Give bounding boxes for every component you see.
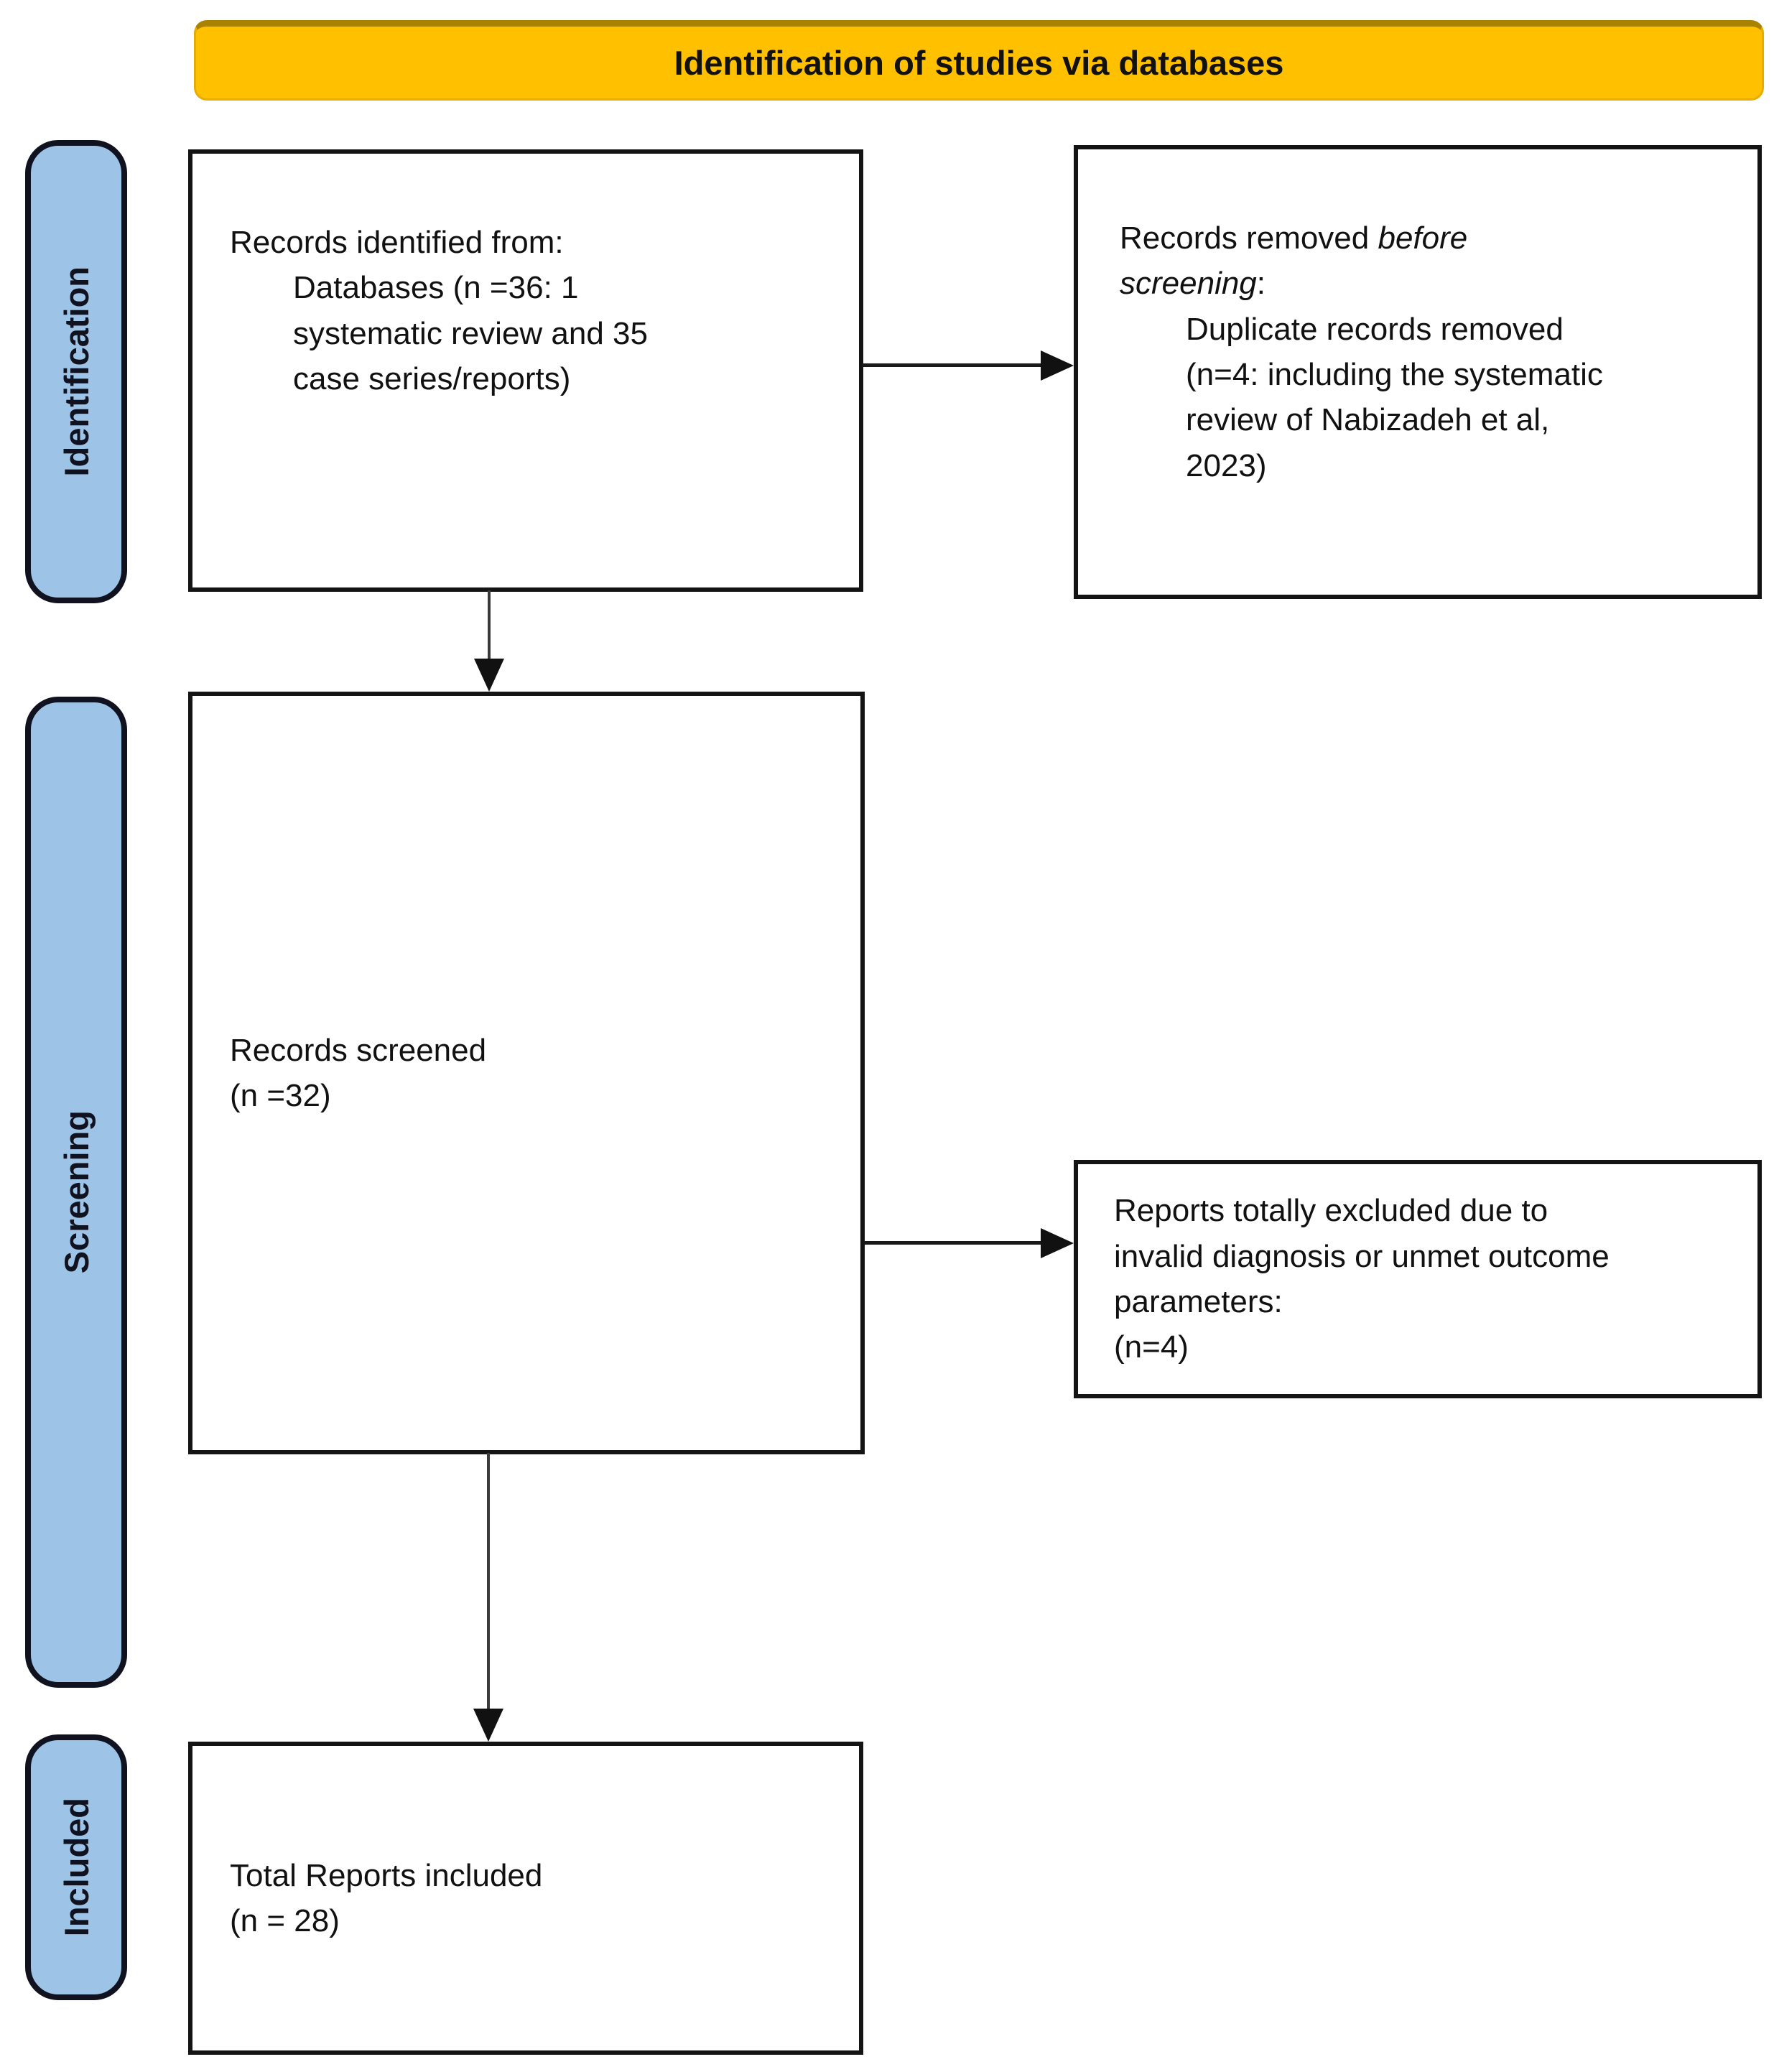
arrow-line [488, 590, 491, 661]
node-reports-excluded: Reports totally excluded due to invalid … [1074, 1160, 1762, 1398]
arrow-line [863, 1241, 1044, 1245]
node-total-included: Total Reports included (n = 28) [188, 1742, 863, 2055]
total-included-line1: Total Reports included [230, 1857, 543, 1893]
records-identified-detail: Databases (n =36: 1 systematic review an… [293, 270, 648, 397]
records-removed-intro-italic: before screening [1120, 220, 1468, 302]
banner-title: Identification of studies via databases [674, 43, 1284, 82]
stage-bar-screening: Screening [25, 697, 127, 1688]
reports-excluded-text: Reports totally excluded due to invalid … [1114, 1193, 1610, 1319]
stage-label-screening: Screening [57, 1110, 96, 1274]
records-screened-line1: Records screened [230, 1032, 487, 1068]
records-removed-detail: Duplicate records removed (n=4: includin… [1186, 311, 1603, 483]
arrowhead-right-icon [1041, 1228, 1074, 1258]
reports-excluded-count: (n=4) [1114, 1329, 1189, 1365]
arrowhead-down-icon [473, 1709, 503, 1742]
arrow-line [862, 363, 1044, 367]
arrowhead-right-icon [1041, 350, 1074, 381]
node-records-identified: Records identified from: Databases (n =3… [188, 149, 863, 592]
records-identified-intro: Records identified from: [230, 225, 564, 260]
arrowhead-down-icon [474, 659, 504, 692]
stage-bar-identification: Identification [25, 140, 127, 603]
arrow-line [487, 1453, 490, 1710]
stage-bar-included: Included [25, 1734, 127, 2000]
stage-label-identification: Identification [57, 266, 96, 477]
total-included-count: (n = 28) [230, 1903, 340, 1938]
stage-label-included: Included [57, 1798, 96, 1937]
banner-identification-via-databases: Identification of studies via databases [194, 20, 1764, 101]
records-removed-intro: Records removed before screening: [1120, 220, 1468, 302]
records-screened-count: (n =32) [230, 1078, 331, 1113]
node-records-removed: Records removed before screening: Duplic… [1074, 145, 1762, 599]
node-records-screened: Records screened (n =32) [188, 692, 865, 1454]
